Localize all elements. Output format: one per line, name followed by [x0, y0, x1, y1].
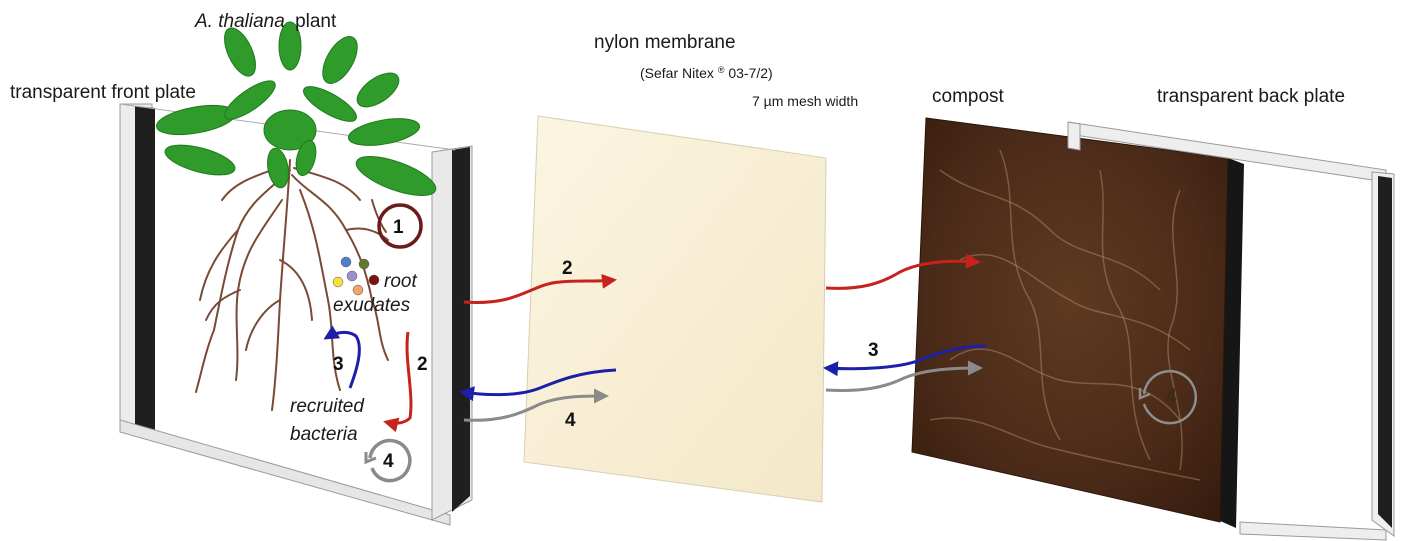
exudate-dots	[332, 256, 380, 296]
plant-label: A. thaliana plant	[194, 11, 337, 32]
plant-species: A. thaliana	[194, 11, 285, 32]
step-1-label: 1	[393, 217, 404, 238]
back-plate	[1067, 121, 1395, 541]
step-4-compost-label: 4	[1166, 386, 1177, 407]
step-4-front-label: 4	[383, 451, 394, 472]
nylon-membrane	[523, 115, 827, 503]
step-2-membrane-label: 2	[562, 258, 573, 279]
step-4-compost-circle-tip	[1138, 388, 1151, 400]
bacteria-to-root-arrow	[323, 325, 361, 389]
recruited-bacteria-line1: recruited	[290, 396, 365, 417]
recruited-bacteria-line2: bacteria	[290, 424, 358, 445]
step-2-inner-label: 2	[417, 354, 428, 375]
arrow-3-membrane-to-front	[459, 368, 617, 402]
step-4-front-circle-tip	[364, 452, 377, 465]
membrane-product-suffix: 03-7/2)	[728, 65, 772, 81]
membrane-title: nylon membrane	[594, 32, 736, 53]
exudate-to-bacteria-arrow	[383, 331, 413, 433]
step-1-circle	[377, 203, 423, 249]
back-plate-label: transparent back plate	[1157, 86, 1345, 107]
step-4-membrane-label: 4	[565, 410, 576, 431]
plant-word: plant	[295, 11, 337, 32]
root-exudates-line2: exudates	[333, 295, 411, 316]
plant-rosette	[156, 21, 437, 196]
step-4-compost-circle	[1142, 369, 1198, 425]
root-system	[195, 159, 389, 411]
membrane-product-reg: ®	[718, 65, 725, 75]
arrow-2-front-to-membrane	[463, 273, 617, 304]
front-plate-label: transparent front plate	[10, 82, 196, 103]
step-3-inner-label: 3	[333, 354, 344, 375]
step-4-front-circle	[368, 438, 412, 483]
compost-label: compost	[932, 86, 1005, 107]
compost-block	[911, 117, 1244, 528]
arrow-2-membrane-to-compost	[825, 253, 981, 290]
membrane-mesh: 7 µm mesh width	[752, 93, 858, 109]
step-3-compost-label: 3	[868, 340, 879, 361]
root-exudates-line1: root	[384, 271, 417, 292]
membrane-product: (Sefar Nitex ® 03-7/2)	[640, 65, 773, 81]
arrow-3-compost-to-membrane	[823, 344, 987, 377]
membrane-product-prefix: (Sefar Nitex	[640, 65, 714, 81]
arrow-4-front-to-membrane	[463, 388, 609, 422]
arrow-4-membrane-to-compost	[825, 360, 983, 392]
